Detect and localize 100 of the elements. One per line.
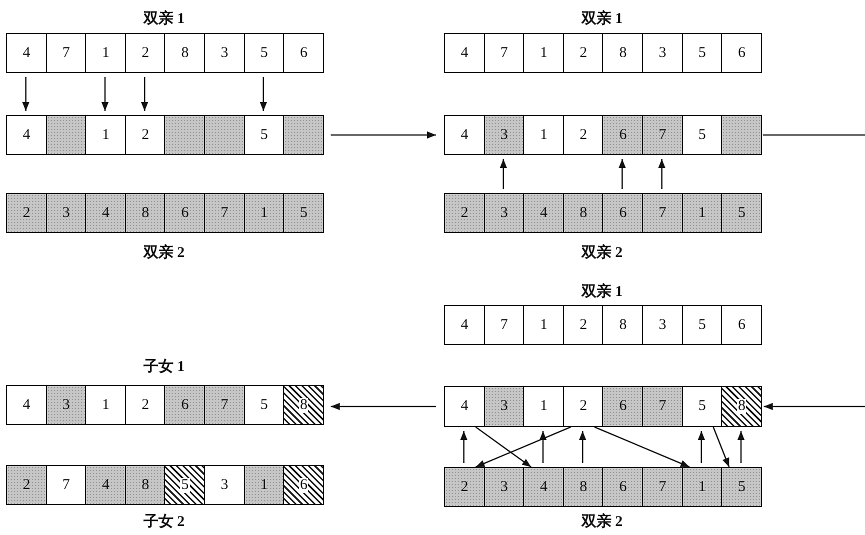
arrow (594, 426, 690, 468)
gene-cell: 1 (244, 193, 285, 233)
arrow (658, 159, 666, 189)
gene-cell: 3 (484, 193, 525, 233)
gene-cell: 6 (721, 33, 762, 73)
arrow (141, 77, 148, 111)
gene-cell: 1 (682, 193, 723, 233)
gene-cell: 2 (6, 465, 48, 505)
arrow (330, 131, 436, 139)
gene-cell: 5 (244, 115, 285, 155)
gene-cell: 1 (85, 385, 126, 425)
gene-cell: 5 (682, 386, 723, 427)
gene-cell: 6 (721, 305, 762, 345)
row-title: 双亲 1 (581, 9, 623, 28)
gene-cell (721, 115, 762, 155)
gene-cell: 8 (721, 386, 762, 427)
arrow (579, 431, 586, 463)
gene-cell: 6 (602, 467, 644, 507)
gene-cell: 6 (283, 465, 324, 505)
gene-cell (46, 115, 87, 155)
gene-cell: 5 (721, 193, 762, 233)
arrow (737, 431, 745, 463)
gene-cell: 2 (6, 193, 48, 233)
gene-cell: 2 (562, 386, 604, 427)
gene-cell: 4 (444, 115, 486, 155)
gene-cell: 2 (562, 115, 604, 155)
gene-cell: 2 (562, 305, 604, 345)
gene-cell: 6 (602, 115, 644, 155)
gene-cell: 3 (204, 33, 246, 73)
gene-cell: 4 (6, 385, 48, 425)
gene-cell: 6 (164, 193, 206, 233)
gene-cell: 4 (523, 193, 564, 233)
row-title: 双亲 2 (581, 243, 623, 262)
gene-cell: 8 (562, 467, 604, 507)
gene-cell: 7 (642, 467, 684, 507)
gene-cell (164, 115, 206, 155)
gene-cell: 6 (283, 33, 324, 73)
gene-cell: 8 (562, 193, 604, 233)
gene-cell (204, 115, 246, 155)
gene-cell: 8 (124, 193, 166, 233)
arrow (260, 77, 267, 111)
gene-cell: 3 (46, 385, 87, 425)
gene-cell: 1 (85, 33, 126, 73)
gene-cell: 6 (164, 385, 206, 425)
gene-cell: 3 (204, 465, 246, 505)
gene-cell: 4 (444, 305, 486, 345)
arrow (475, 426, 571, 468)
gene-cell: 1 (682, 467, 723, 507)
arrow (698, 431, 705, 463)
gene-cell: 3 (642, 33, 684, 73)
gene-cell: 7 (642, 193, 684, 233)
row-title: 双亲 2 (581, 512, 623, 531)
gene-cell: 3 (46, 193, 87, 233)
arrow (712, 426, 730, 468)
row-title: 双亲 1 (581, 282, 623, 301)
gene-cell: 2 (124, 33, 166, 73)
gene-cell: 8 (602, 33, 644, 73)
gene-cell: 5 (721, 467, 762, 507)
gene-cell: 4 (444, 33, 486, 73)
gene-cell: 2 (124, 115, 166, 155)
gene-cell: 2 (562, 33, 604, 73)
gene-cell: 5 (283, 193, 324, 233)
gene-cell: 1 (523, 33, 564, 73)
gene-cell: 7 (484, 33, 525, 73)
gene-cell: 5 (682, 33, 723, 73)
gene-cell: 1 (523, 305, 564, 345)
arrow (101, 77, 109, 111)
gene-cell: 4 (444, 386, 486, 427)
row-title: 双亲 1 (143, 9, 185, 28)
row-title: 双亲 2 (143, 243, 185, 262)
gene-cell: 2 (124, 385, 166, 425)
gene-cell: 4 (523, 467, 564, 507)
gene-cell: 7 (46, 33, 87, 73)
gene-cell: 4 (85, 465, 126, 505)
gene-cell: 1 (523, 386, 564, 427)
gene-cell: 5 (244, 33, 285, 73)
gene-cell: 7 (484, 305, 525, 345)
gene-cell: 4 (6, 33, 48, 73)
gene-cell: 3 (484, 467, 525, 507)
gene-cell: 3 (642, 305, 684, 345)
gene-cell (283, 115, 324, 155)
gene-cell: 5 (164, 465, 206, 505)
gene-cell: 4 (85, 193, 126, 233)
arrow (764, 402, 865, 410)
gene-cell: 1 (523, 115, 564, 155)
gene-cell: 4 (6, 115, 48, 155)
gene-cell: 2 (444, 467, 486, 507)
arrow (460, 431, 468, 463)
gene-cell: 5 (244, 385, 285, 425)
gene-cell: 5 (682, 305, 723, 345)
gene-cell: 5 (682, 115, 723, 155)
arrow (539, 431, 547, 463)
gene-cell: 7 (642, 386, 684, 427)
gene-cell: 7 (204, 193, 246, 233)
gene-cell: 3 (484, 115, 525, 155)
gene-cell: 7 (642, 115, 684, 155)
arrow (500, 159, 507, 189)
connector-line (762, 134, 865, 136)
arrow (618, 159, 626, 189)
arrow (475, 426, 532, 468)
